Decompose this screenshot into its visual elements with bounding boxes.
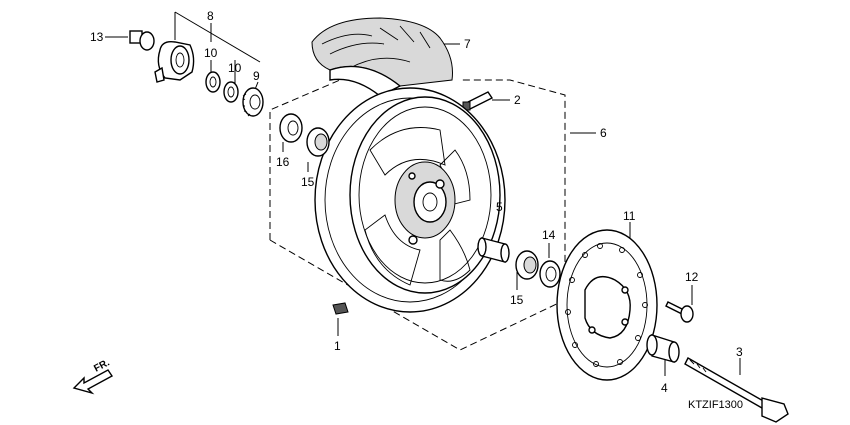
balance-weight-part-1 xyxy=(332,302,349,315)
wheel-rim-part-6 xyxy=(314,87,506,313)
tire-part-7 xyxy=(311,17,453,97)
bearing-part-15b xyxy=(515,250,539,280)
assembly-boundary xyxy=(269,79,566,351)
callout-8: 8 xyxy=(207,9,214,23)
callout-15b: 15 xyxy=(510,293,524,307)
callout-3: 3 xyxy=(736,345,743,359)
front-direction-arrow-icon xyxy=(72,369,114,395)
callout-14: 14 xyxy=(542,228,556,242)
callout-4: 4 xyxy=(661,381,668,395)
disc-bolt-part-12 xyxy=(665,301,694,323)
gear-part-9 xyxy=(242,87,264,117)
collar-part-4 xyxy=(646,334,680,363)
screw-part-13 xyxy=(129,30,155,51)
dust-seal-part-16 xyxy=(279,113,303,143)
seal-part-10b xyxy=(223,81,239,103)
callout-labels: 13 8 10 10 9 7 2 6 16 15 5 11 14 12 15 1… xyxy=(90,9,743,395)
callout-5: 5 xyxy=(496,200,503,214)
callout-7: 7 xyxy=(464,37,471,51)
callout-13: 13 xyxy=(90,30,104,44)
callout-6: 6 xyxy=(600,126,607,140)
callout-16: 16 xyxy=(276,155,290,169)
diagram-code: KTZIF1300 xyxy=(688,399,743,411)
valve-part-2 xyxy=(462,91,494,111)
callout-9: 9 xyxy=(253,69,260,83)
spacer-part-5 xyxy=(477,237,510,263)
brake-disc-part-11 xyxy=(556,229,658,381)
callout-12: 12 xyxy=(685,270,699,284)
callout-10a: 10 xyxy=(204,46,218,60)
seal-part-14 xyxy=(539,260,561,288)
callout-11: 11 xyxy=(623,209,636,223)
bearing-part-15a xyxy=(306,127,330,157)
callout-2: 2 xyxy=(514,93,521,107)
speedometer-gearbox-part-8 xyxy=(154,40,195,83)
callout-10b: 10 xyxy=(228,61,242,75)
callout-1: 1 xyxy=(334,339,341,353)
axle-bolt-part-3 xyxy=(684,357,789,423)
callout-15a: 15 xyxy=(301,175,315,189)
seal-part-10a xyxy=(205,71,221,93)
